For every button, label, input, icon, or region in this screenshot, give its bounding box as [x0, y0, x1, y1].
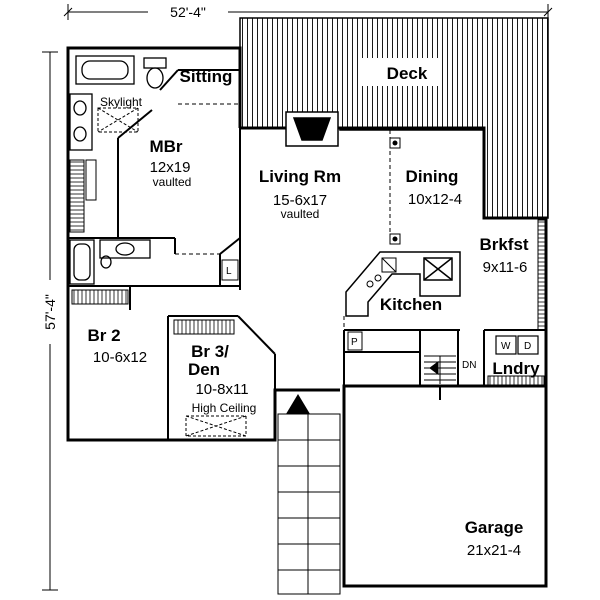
dryer-label: D [524, 341, 531, 352]
toilet [143, 57, 167, 89]
dryer [517, 335, 539, 355]
fireplace [285, 111, 339, 147]
interior-walls [68, 69, 546, 440]
walkway [277, 413, 341, 595]
dining-size: 10x12-4 [408, 191, 462, 208]
brkfst-windows [537, 219, 547, 331]
washer-label: W [501, 341, 511, 352]
skylight-box [97, 107, 139, 133]
mbr-closet [69, 159, 85, 233]
deck-label: Deck [387, 64, 428, 83]
kitchen-label: Kitchen [380, 295, 442, 314]
br3-size: 10-8x11 [195, 381, 248, 398]
lndry-label: Lndry [492, 359, 540, 378]
width-dimension-mask [148, 4, 228, 20]
stairs-down-label: DN [462, 360, 476, 371]
br3-label: Br 3/ [191, 342, 229, 361]
pantry-label: P [351, 337, 358, 348]
dining-label: Dining [406, 167, 459, 186]
overall-width: 52'-4" [170, 4, 206, 20]
double-vanity [69, 93, 93, 151]
lndry-closet [487, 375, 545, 387]
br3-label-2: Den [188, 360, 220, 379]
br2-label: Br 2 [87, 326, 120, 345]
bathtub [75, 55, 135, 85]
entry-arrow-icon [286, 394, 310, 414]
garage-size: 21x21-4 [467, 542, 521, 559]
living-label: Living Rm [259, 167, 341, 186]
mbr-label: MBr [149, 137, 182, 156]
dashed-openings [175, 103, 391, 330]
brkfst-size: 9x11-6 [483, 259, 528, 276]
stairs [424, 355, 456, 384]
mbr-note: vaulted [153, 175, 192, 189]
washer [495, 335, 517, 355]
br3-note: High Ceiling [192, 401, 257, 415]
br2-closet [71, 289, 129, 305]
mbr-size: 12x19 [150, 159, 191, 176]
living-size: 15-6x17 [273, 192, 327, 209]
pantry [347, 331, 363, 351]
kitchen-counter [345, 251, 461, 317]
kitchen-sink [366, 257, 397, 288]
mbr-closet-shelf [85, 159, 97, 201]
depth-dimension-mask [42, 280, 58, 344]
br3-ceiling-box [185, 415, 247, 437]
hall-bath-tub [69, 239, 95, 285]
overall-depth: 57'-4" [42, 294, 58, 330]
br3-closet [173, 319, 235, 335]
hall-bath-vanity [99, 239, 151, 269]
br2-size: 10-6x12 [93, 349, 147, 366]
linen-closet [221, 259, 239, 281]
skylight-label: Skylight [100, 95, 143, 109]
garage-label: Garage [465, 518, 524, 537]
linen-label: L [226, 266, 232, 277]
sitting-label: Sitting [180, 67, 233, 86]
living-note: vaulted [281, 207, 320, 221]
brkfst-label: Brkfst [479, 235, 528, 254]
